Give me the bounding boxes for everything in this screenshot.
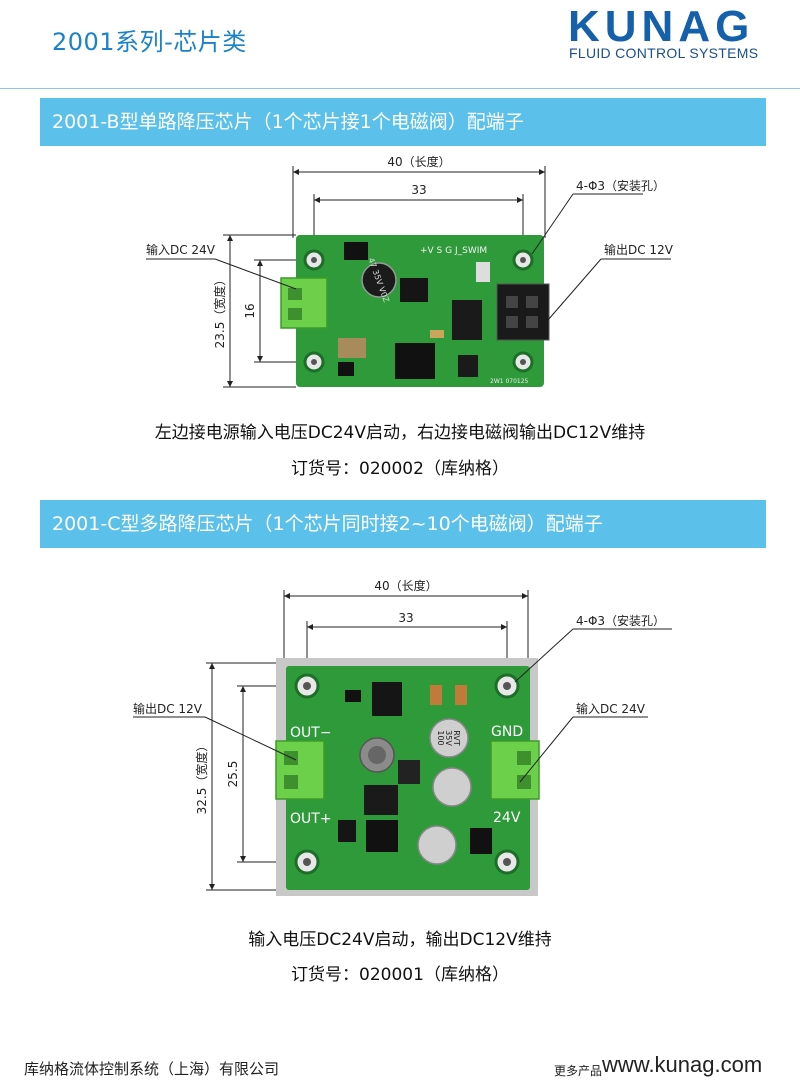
section-c-caption: 输入电压DC24V启动，输出DC12V维持: [248, 930, 552, 950]
out-minus-label: OUT−: [290, 725, 332, 741]
board-serial: 2W1 070125: [490, 378, 529, 385]
regulator-chip: [452, 300, 482, 340]
out-plus-label: OUT+: [290, 811, 332, 827]
dim-width-label: 23.5（宽度）: [212, 274, 227, 349]
dim-length-label: 40（长度）: [387, 154, 450, 169]
brand-logo: KUNAG: [568, 2, 755, 51]
input-terminal: [490, 740, 540, 800]
section-c-diagram: 40（长度） 33 32.5（宽度） 25.5 RVT 35V 100 OUT−…: [133, 578, 672, 896]
ic-chip: [400, 278, 428, 302]
section-b-diagram: 40（长度） 33 23.5（宽度） 16 47 35V V0Z +V S G …: [146, 154, 674, 388]
output-connector: [496, 283, 550, 341]
section-b-banner: 2001-B型单路降压芯片（1个芯片接1个电磁阀）配端子: [40, 98, 766, 146]
mounting-holes-label: 4-Φ3（安装孔）: [576, 178, 665, 193]
inductor: [398, 760, 420, 784]
gnd-label: GND: [491, 724, 523, 740]
fuse-component: [338, 338, 366, 358]
dim-hole-spacing-label: 33: [411, 183, 426, 197]
company-name: 库纳格流体控制系统（上海）有限公司: [24, 1060, 280, 1078]
website-link[interactable]: www.kunag.com: [602, 1052, 763, 1077]
capacitor-marking: 100: [436, 730, 445, 745]
inductor: [395, 343, 435, 379]
output-voltage-label: 输出DC 12V: [133, 701, 203, 716]
ic-chip: [372, 682, 402, 716]
header-pin-labels: +V S G J_SWIM: [420, 246, 487, 256]
dim-hole-spacing-label: 33: [398, 611, 413, 625]
dim-length-label: 40（长度）: [374, 578, 437, 593]
dim-hole-vertical-label: 25.5: [226, 761, 240, 788]
brand-tagline: FLUID CONTROL SYSTEMS: [569, 45, 759, 61]
section-b-caption: 左边接电源输入电压DC24V启动，右边接电磁阀输出DC12V维持: [154, 423, 646, 443]
section-c-banner: 2001-C型多路降压芯片（1个芯片同时接2~10个电磁阀）配端子: [40, 500, 766, 548]
dim-hole-vertical-label: 16: [243, 303, 257, 318]
electrolytic-capacitor: [417, 718, 472, 865]
header-divider: [0, 88, 800, 89]
mounting-holes-label: 4-Φ3（安装孔）: [576, 613, 665, 628]
input-voltage-label: 输入DC 24V: [146, 242, 216, 257]
dim-width-label: 32.5（宽度）: [194, 740, 209, 815]
v24-label: 24V: [493, 810, 521, 826]
output-voltage-label: 输出DC 12V: [604, 242, 674, 257]
electrolytic-capacitor: [361, 262, 397, 298]
page-title: 2001系列-芯片类: [52, 28, 247, 56]
section-c-order-no: 订货号：020001（库纳格）: [291, 965, 509, 985]
regulator-chip: [364, 785, 398, 815]
capacitor-marking: RVT: [452, 730, 461, 746]
output-terminal: [275, 740, 325, 800]
capacitor-marking: 35V: [444, 730, 453, 746]
smd-chip: [344, 242, 368, 260]
input-voltage-label: 输入DC 24V: [576, 701, 646, 716]
section-b-order-no: 订货号：020002（库纳格）: [291, 459, 509, 479]
more-products-label: 更多产品: [554, 1064, 603, 1078]
